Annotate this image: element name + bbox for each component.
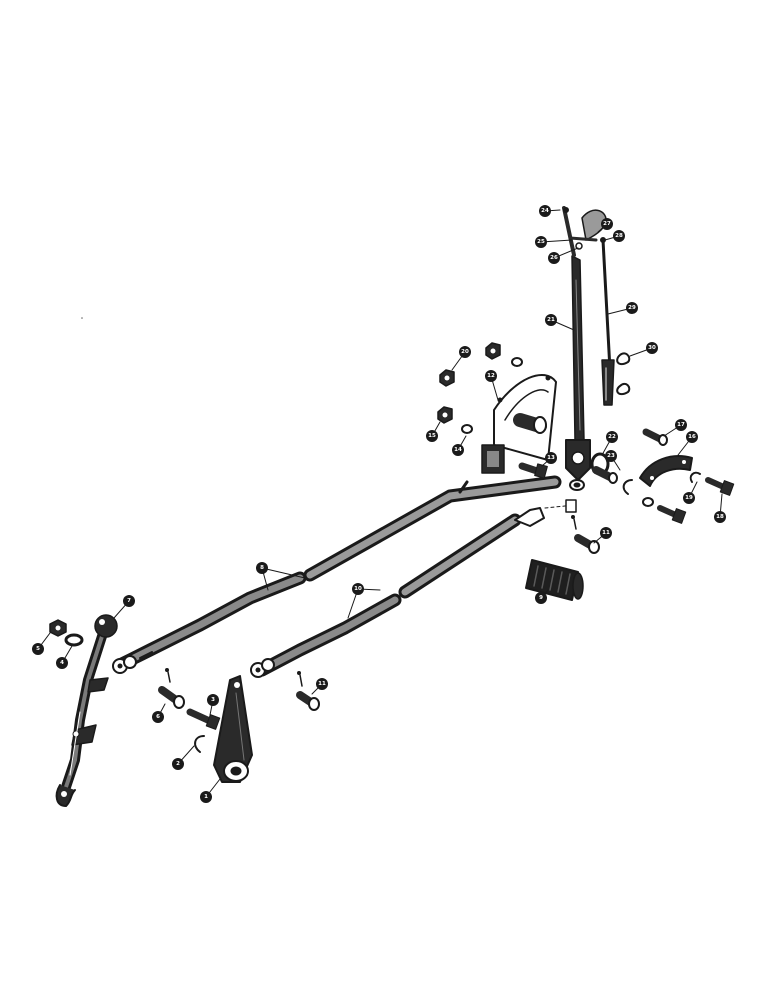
lever-21 xyxy=(565,255,591,491)
callout-c20: 20 xyxy=(459,346,471,358)
callout-c6: 6 xyxy=(152,711,164,723)
callout-c2: 2 xyxy=(172,758,184,770)
callout-label: 27 xyxy=(603,221,611,227)
callout-label: 2 xyxy=(176,761,180,767)
callout-c1: 1 xyxy=(200,791,212,803)
callout-label: 6 xyxy=(156,714,160,720)
callout-label: 20 xyxy=(461,349,469,355)
callout-label: 29 xyxy=(628,305,636,311)
callout-label: 16 xyxy=(688,434,696,440)
callout-c8: 8 xyxy=(256,562,268,574)
callout-label: 28 xyxy=(615,233,623,239)
pin-17 xyxy=(642,428,668,446)
callout-c24: 24 xyxy=(539,205,551,217)
callout-label: 14 xyxy=(454,447,462,453)
bolt-18-upper xyxy=(705,477,735,496)
callout-c7: 7 xyxy=(123,595,135,607)
callout-c5: 5 xyxy=(32,643,44,655)
lever-arm-1 xyxy=(213,675,253,783)
callout-c10: 10 xyxy=(352,583,364,595)
callout-c22: 22 xyxy=(606,431,618,443)
callout-label: 5 xyxy=(36,646,40,652)
callout-label: 25 xyxy=(537,239,545,245)
callout-label: 22 xyxy=(608,434,616,440)
callout-c27: 27 xyxy=(601,218,613,230)
callout-c11a: 11 xyxy=(600,527,612,539)
nut-5 xyxy=(49,619,67,637)
callout-c26: 26 xyxy=(548,252,560,264)
callout-c3: 3 xyxy=(207,694,219,706)
callout-c18: 18 xyxy=(714,511,726,523)
callout-label: 11 xyxy=(318,681,326,687)
callout-label: 12 xyxy=(487,373,495,379)
callout-c4: 4 xyxy=(56,657,68,669)
nut-top xyxy=(485,342,501,360)
callout-label: 11 xyxy=(602,530,610,536)
plate-12 xyxy=(481,373,557,474)
callout-c25: 25 xyxy=(535,236,547,248)
callout-label: 23 xyxy=(607,453,615,459)
callout-c21: 21 xyxy=(545,314,557,326)
callout-label: 26 xyxy=(550,255,558,261)
callout-label: 21 xyxy=(547,317,555,323)
callout-label: 15 xyxy=(428,433,436,439)
callout-label: 13 xyxy=(547,455,555,461)
rod-29 xyxy=(600,237,615,406)
washer-14 xyxy=(461,424,473,434)
callout-label: 24 xyxy=(541,208,549,214)
callout-c9: 9 xyxy=(535,592,547,604)
bolt-18-lower xyxy=(657,505,687,524)
callout-label: 3 xyxy=(211,697,215,703)
callout-label: 4 xyxy=(60,660,64,666)
snap-ring-23 xyxy=(622,479,633,495)
nut-15 xyxy=(437,406,453,424)
callout-c15: 15 xyxy=(426,430,438,442)
shift-lever xyxy=(55,614,118,807)
washer-4 xyxy=(64,633,84,647)
callout-c23: 23 xyxy=(605,450,617,462)
callout-label: 9 xyxy=(539,595,543,601)
callout-label: 1 xyxy=(204,794,208,800)
snap-ring-19 xyxy=(642,471,701,507)
washer-top xyxy=(511,357,523,367)
grip-9 xyxy=(525,559,584,601)
pin-6 xyxy=(158,668,185,709)
callout-c30: 30 xyxy=(646,342,658,354)
pin-11-lower xyxy=(296,671,320,711)
callout-c16: 16 xyxy=(686,431,698,443)
callout-label: 10 xyxy=(354,586,362,592)
pin-23 xyxy=(592,466,618,484)
bolt-3 xyxy=(186,708,221,730)
upper-shift-rod xyxy=(112,475,562,674)
lower-shift-rod xyxy=(250,507,545,678)
clip-30 xyxy=(616,352,631,396)
callout-c28: 28 xyxy=(613,230,625,242)
callout-label: 7 xyxy=(127,598,131,604)
callout-c13: 13 xyxy=(545,452,557,464)
callout-c14: 14 xyxy=(452,444,464,456)
callout-label: 17 xyxy=(677,422,685,428)
callout-label: 8 xyxy=(260,565,264,571)
callout-label: 18 xyxy=(716,514,724,520)
callout-c12: 12 xyxy=(485,370,497,382)
callout-c17: 17 xyxy=(675,419,687,431)
snap-ring-2 xyxy=(194,735,205,753)
callout-label: 19 xyxy=(685,495,693,501)
pin-11-upper xyxy=(571,515,600,554)
callout-c29: 29 xyxy=(626,302,638,314)
callout-c19: 19 xyxy=(683,492,695,504)
arc-plate-16 xyxy=(639,455,693,487)
bolt-13 xyxy=(518,462,548,479)
callout-label: 30 xyxy=(648,345,656,351)
nut-20 xyxy=(439,369,455,387)
callout-c11b: 11 xyxy=(316,678,328,690)
